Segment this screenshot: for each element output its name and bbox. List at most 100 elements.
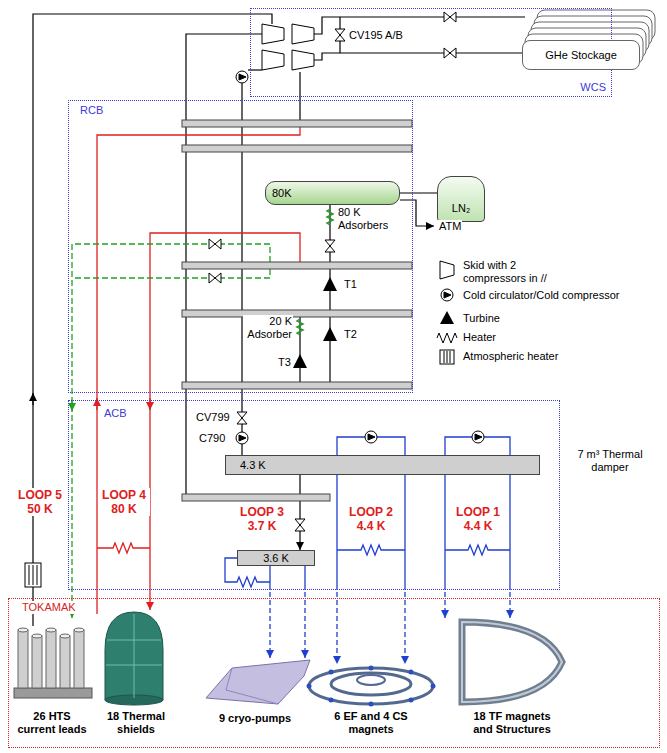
legend-text: Cold circulator/Cold compressor (463, 289, 620, 301)
poloidal-coils-illustration (409, 698, 414, 703)
valve-symbol (209, 239, 221, 249)
turbine-tag: T1 (343, 278, 358, 291)
current-leads-illustration (46, 630, 56, 688)
poloidal-coils-illustration (307, 684, 312, 689)
node-title: RCB (79, 104, 104, 117)
loop-label: LOOP 3 3.7 K (236, 505, 288, 533)
poloidal-coils-illustration (357, 675, 385, 685)
circulator-tag: C790 (198, 432, 226, 445)
legend-text: Skid with 2 compressors in // (463, 259, 547, 284)
valve-tag: CV799 (195, 411, 231, 424)
compressor-skid (262, 50, 284, 70)
current-leads-illustration (32, 636, 42, 688)
poloidal-coils-illustration (369, 666, 374, 671)
compressor-skid (262, 24, 284, 44)
pipe-connector (400, 192, 437, 193)
magnet-loop (445, 437, 472, 455)
thermal-shield-loop (150, 233, 300, 610)
heat-exchanger (182, 120, 412, 127)
turbine-tag: T2 (343, 328, 358, 341)
turbine-tag: T3 (277, 356, 292, 369)
magnet-loop (445, 545, 510, 555)
circulator-symbol (441, 289, 453, 301)
compressor-skid (292, 50, 314, 70)
nitrogen-tank: LN₂ (437, 176, 485, 222)
circulator-symbol (365, 431, 377, 443)
magnet-loop (404, 592, 405, 664)
atmospheric-heater-symbol (440, 350, 454, 364)
current-leads-illustration (32, 634, 42, 638)
valve-symbol (444, 12, 456, 22)
node-title: TOKAMAK (21, 601, 77, 614)
legend-entry: Heater (462, 331, 497, 344)
node-title: ACB (103, 407, 128, 420)
adsorber-tag: 20 K Adsorber (243, 315, 293, 341)
atmospheric-heater-symbol (25, 563, 41, 587)
thermal-shield-illustration (105, 612, 163, 700)
current-leads-illustration (60, 636, 70, 688)
cryo-pump-illustration (206, 660, 310, 704)
circulator-symbol (236, 432, 248, 444)
magnet-loop (337, 437, 365, 455)
turbine-symbol (293, 354, 307, 368)
valve-symbol (295, 519, 305, 531)
magnet-loop (269, 592, 270, 658)
component-caption: 9 cryo-pumps (210, 712, 300, 725)
valve-symbol (209, 273, 221, 283)
legend-text: Turbine (463, 312, 500, 324)
adsorber-symbol (297, 319, 303, 335)
node-title: 80K (272, 187, 292, 200)
compressor-skid (262, 24, 314, 70)
valve-symbol (335, 29, 345, 41)
node-title: LN₂ (452, 202, 470, 215)
poloidal-coils-illustration (331, 673, 411, 695)
system-region: RCB 80K (68, 100, 413, 393)
tf-coil-illustration (462, 622, 562, 702)
adsorber-symbol (327, 209, 333, 225)
compressor-skid (292, 24, 314, 44)
tf-coil-illustration (462, 622, 562, 702)
valve-symbol (209, 12, 456, 531)
thermal-shield-loop (97, 543, 150, 553)
circulator-symbol (239, 435, 246, 441)
cryo-pump-illustration (226, 668, 278, 704)
valve-tag: CV195 A/B (348, 29, 404, 42)
thermal-shield-illustration (106, 614, 162, 698)
circulator-symbol (239, 74, 246, 80)
vent-tag: ATM (438, 220, 462, 233)
adsorber-tag: 80 K Adsorbers (337, 206, 391, 232)
magnet-loop (269, 566, 270, 590)
magnet-loop (509, 475, 510, 590)
node-title: 3.6 K (263, 552, 289, 565)
poloidal-coils-illustration (409, 670, 414, 675)
heat-exchanger (182, 262, 412, 269)
valve-symbol (237, 412, 247, 424)
valve-symbol (444, 48, 456, 58)
component-caption: 26 HTS current leads (12, 710, 92, 736)
magnet-loop (270, 592, 510, 664)
thermal-damper-bath: 4.3 K (225, 455, 540, 475)
helium-piping (400, 200, 434, 226)
magnet-loop (337, 545, 405, 555)
storage-tank: GHe Stockage (522, 40, 640, 70)
magnet-loop (509, 592, 510, 618)
poloidal-coils-illustration (307, 666, 436, 707)
circulator-symbol (472, 431, 484, 443)
poloidal-coils-illustration (329, 670, 334, 675)
loop-label: LOOP 2 4.4 K (345, 505, 397, 533)
magnet-loop (304, 566, 305, 590)
node-title: 4.3 K (240, 459, 266, 472)
heat-exchanger (182, 120, 412, 501)
heat-exchanger (182, 310, 412, 317)
node-title: WCS (579, 81, 607, 94)
legend-text: Atmospheric heater (463, 350, 558, 362)
loop-label: LOOP 5 50 K (14, 488, 66, 516)
current-leads-illustration (18, 630, 28, 688)
helium-piping (314, 17, 525, 34)
component-caption: 18 TF magnets and Structures (462, 710, 562, 736)
legend-entry: Cold circulator/Cold compressor (462, 289, 621, 302)
poloidal-coils-illustration (307, 666, 436, 707)
cryo-pump-illustration (206, 660, 310, 704)
circulator-symbol (236, 71, 248, 83)
